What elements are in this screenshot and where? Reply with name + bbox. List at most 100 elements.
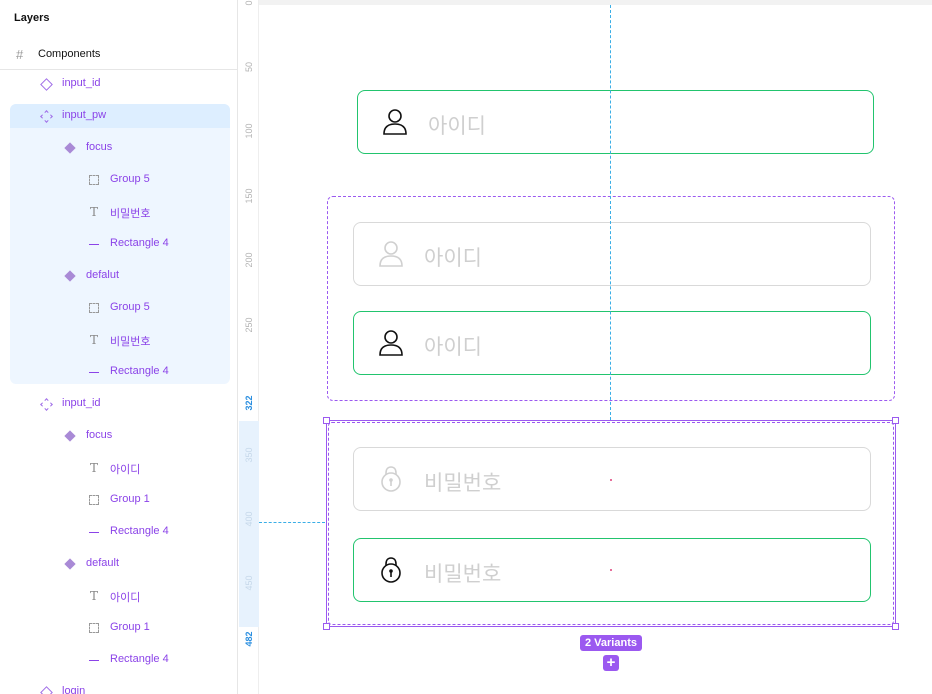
frame-icon: [88, 494, 100, 506]
input-pw-component-set[interactable]: 비밀번호 비밀번호: [323, 417, 899, 630]
layer-name: Rectangle 4: [110, 237, 169, 249]
layer-row[interactable]: focus: [0, 136, 237, 160]
layer-name: Group 1: [110, 493, 150, 505]
input-id-default-placeholder: 아이디: [424, 246, 482, 270]
input-id-focus-variant[interactable]: 아이디: [353, 311, 871, 375]
center-point-marker: [610, 479, 612, 481]
ruler-selection-range: [239, 421, 259, 627]
user-icon: [379, 330, 403, 356]
layer-name: focus: [86, 429, 113, 441]
component-set-icon: [39, 397, 53, 411]
ruler-tick-label: 400: [244, 511, 254, 527]
ruler-tick-label: 150: [244, 188, 254, 204]
ruler-tick-label: 350: [244, 447, 254, 463]
layer-name: defalut: [86, 269, 120, 281]
ruler-tick-label: 100: [244, 123, 254, 139]
ruler-tick-label: 200: [244, 252, 254, 268]
diamond-outline-icon: [39, 77, 53, 91]
input-pw-default-variant[interactable]: 비밀번호: [353, 447, 871, 511]
component-set-dashed-outline: [328, 422, 894, 625]
layer-row[interactable]: Rectangle 4: [0, 360, 237, 384]
layer-row[interactable]: Rectangle 4: [0, 520, 237, 544]
resize-handle-top-right[interactable]: [892, 417, 899, 424]
ruler-tick-label: 0: [244, 0, 254, 6]
input-pw-focus-variant[interactable]: 비밀번호: [353, 538, 871, 602]
frame-icon: [88, 302, 100, 314]
horizontal-measure-guide: [259, 522, 325, 523]
layer-name: Group 5: [110, 173, 150, 185]
layer-name: 비밀번호: [110, 336, 151, 348]
variant-icon: [64, 142, 76, 154]
input-id-focus-placeholder: 아이디: [424, 335, 482, 359]
ruler-tick-label: 50: [244, 62, 254, 73]
layer-name: 아이디: [110, 592, 141, 604]
input-id-default-variant[interactable]: 아이디: [353, 222, 871, 286]
layer-row[interactable]: Group 1: [0, 488, 237, 512]
layer-name: input_id: [62, 77, 101, 89]
layer-row[interactable]: defalut: [0, 264, 237, 288]
resize-handle-bottom-left[interactable]: [323, 623, 330, 630]
canvas[interactable]: 0 50 100 150 200 250 322 350 400 450 482 아이디 아이디: [239, 0, 932, 694]
layer-name: Rectangle 4: [110, 525, 169, 537]
lock-icon: [381, 557, 401, 583]
canvas-top-strip: [259, 0, 932, 5]
ruler-tick-label: 482: [244, 631, 254, 647]
ruler-tick-label: 450: [244, 575, 254, 591]
variant-icon: [64, 430, 76, 442]
layer-name: 아이디: [110, 464, 141, 476]
layer-row[interactable]: Group 5: [0, 168, 237, 192]
ruler-tick-label: 322: [244, 395, 254, 411]
line-icon: [88, 366, 100, 378]
input-pw-focus-placeholder: 비밀번호: [424, 562, 502, 586]
ruler-tick-label: 250: [244, 317, 254, 333]
components-section[interactable]: # Components: [0, 44, 237, 70]
layer-row[interactable]: input_id: [0, 392, 237, 416]
layer-row[interactable]: Group 5: [0, 296, 237, 320]
layer-name: 비밀번호: [110, 208, 151, 220]
variant-icon: [64, 558, 76, 570]
layer-row[interactable]: input_id: [0, 72, 237, 96]
layer-row[interactable]: login: [0, 680, 237, 694]
user-icon: [383, 109, 407, 135]
layer-name: input_id: [62, 397, 101, 409]
add-variant-button[interactable]: +: [603, 655, 619, 671]
input-id-component-set[interactable]: 아이디 아이디: [327, 196, 895, 401]
selected-layer-header: [10, 104, 230, 128]
resize-handle-top-left[interactable]: [323, 417, 330, 424]
layer-name: input_pw: [62, 109, 107, 121]
input-id-placeholder: 아이디: [428, 114, 486, 138]
layer-name: Rectangle 4: [110, 653, 169, 665]
user-icon: [379, 241, 403, 267]
layer-row[interactable]: Rectangle 4: [0, 648, 237, 672]
frame-icon: [88, 174, 100, 186]
layer-row[interactable]: T 비밀번호: [0, 200, 237, 224]
frame-hash-icon: #: [16, 47, 24, 62]
input-pw-default-placeholder: 비밀번호: [424, 471, 502, 495]
vertical-ruler: 0 50 100 150 200 250 322 350 400 450 482: [239, 0, 259, 694]
text-icon: T: [89, 205, 98, 219]
layer-row[interactable]: focus: [0, 424, 237, 448]
layer-row[interactable]: Group 1: [0, 616, 237, 640]
layer-name: default: [86, 557, 120, 569]
component-set-icon: [39, 109, 53, 123]
resize-handle-bottom-right[interactable]: [892, 623, 899, 630]
line-icon: [88, 654, 100, 666]
layer-name: Group 1: [110, 621, 150, 633]
layers-title: Layers: [14, 12, 50, 24]
layer-row[interactable]: T 아이디: [0, 584, 237, 608]
line-icon: [88, 526, 100, 538]
frame-icon: [88, 622, 100, 634]
layer-row[interactable]: input_pw: [0, 104, 237, 128]
layer-name: Group 5: [110, 301, 150, 313]
components-label: Components: [38, 48, 101, 60]
layer-row[interactable]: Rectangle 4: [0, 232, 237, 256]
text-icon: T: [89, 589, 98, 603]
selected-layer-highlight: [10, 104, 230, 384]
layer-row[interactable]: default: [0, 552, 237, 576]
vertical-measure-guide: [610, 5, 611, 420]
input-id-instance[interactable]: 아이디: [357, 90, 874, 154]
